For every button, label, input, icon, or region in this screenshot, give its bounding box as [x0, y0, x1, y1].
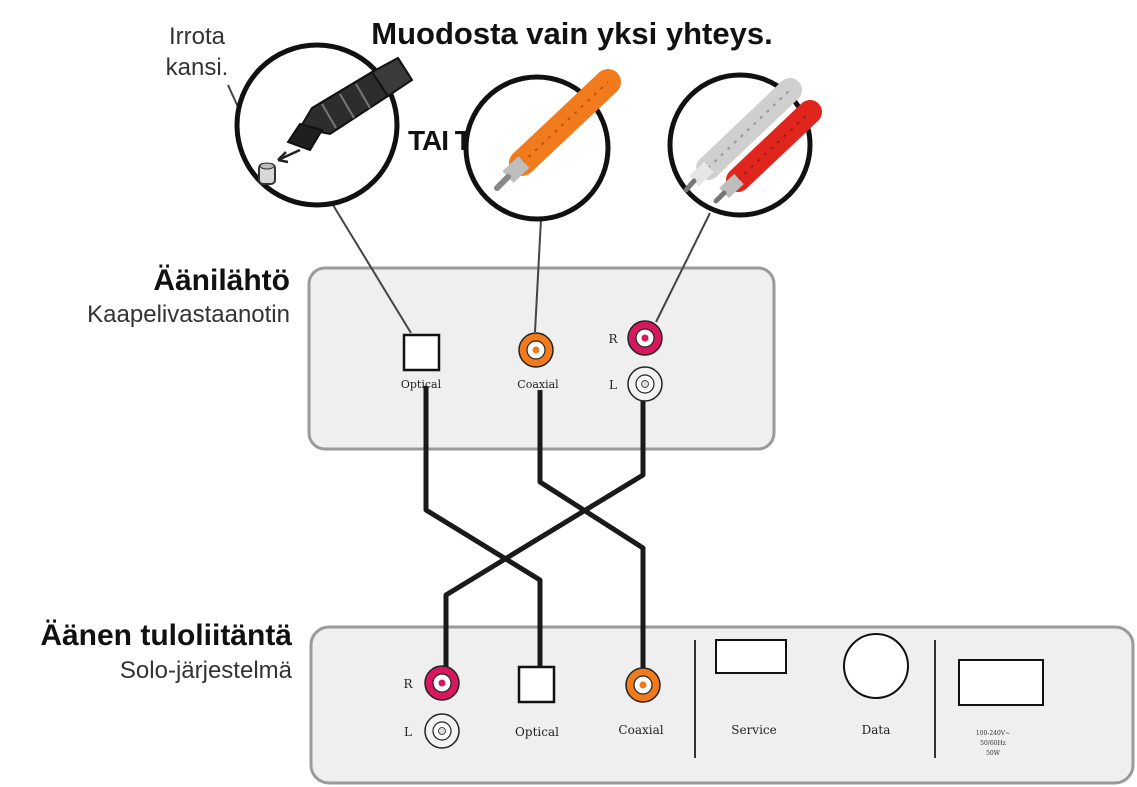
- input-rca-left-label: L: [404, 725, 412, 739]
- optical-zoom-circle: [234, 42, 414, 208]
- input-optical-port: [517, 665, 556, 704]
- output-rca-right-label: R: [608, 332, 618, 346]
- input-coaxial-label: Coaxial: [618, 723, 663, 737]
- arrow-icon: [277, 148, 301, 164]
- output-rca-right-port: [627, 320, 663, 356]
- coaxial-zoom-circle: [463, 69, 621, 222]
- input-heading: Äänen tuloliitäntä: [40, 619, 292, 652]
- data-label: Data: [862, 723, 891, 737]
- rca-leader-line: [655, 212, 711, 323]
- input-rca-right-port: [424, 665, 460, 701]
- optical-leader-line: [332, 204, 412, 334]
- rca-cable: [443, 398, 646, 675]
- service-label: Service: [731, 723, 777, 737]
- power-port: [958, 659, 1044, 706]
- power-spec-line3: 50W: [986, 750, 1001, 757]
- service-port: [715, 639, 787, 674]
- coaxial-plug-icon: [494, 69, 621, 191]
- remove-cap-note-line1: Irrota: [169, 23, 226, 50]
- output-subheading: Kaapelivastaanotin: [87, 301, 290, 328]
- output-coaxial-port: [518, 332, 554, 368]
- input-subheading: Solo-järjestelmä: [120, 657, 293, 684]
- output-optical-port: [402, 333, 441, 372]
- output-coaxial-label: Coaxial: [517, 378, 559, 391]
- output-heading: Äänilähtö: [153, 264, 290, 297]
- coaxial-cable: [537, 390, 646, 674]
- diagram-title: Muodosta vain yksi yhteys.: [371, 16, 772, 51]
- remove-cap-note-line2: kansi.: [166, 54, 229, 81]
- input-rca-right-label: R: [403, 677, 413, 691]
- input-coaxial-port: [625, 667, 661, 703]
- input-panel: [309, 625, 1135, 785]
- power-spec-line1: 100-240V~: [976, 730, 1010, 737]
- coaxial-leader-line: [534, 218, 542, 333]
- output-optical-label: Optical: [401, 378, 442, 391]
- rca-plugs-icon: [683, 78, 822, 204]
- data-port: [843, 633, 909, 699]
- optical-cable: [423, 386, 543, 668]
- dust-cap-icon: [258, 162, 276, 185]
- optical-plug-icon: [286, 56, 414, 152]
- input-rca-left-port: [424, 713, 460, 749]
- output-rca-left-label: L: [609, 378, 617, 392]
- rca-zoom-circle: [667, 72, 822, 218]
- output-rca-left-port: [627, 366, 663, 402]
- cable-crossing-gap: [524, 508, 566, 542]
- power-spec-line2: 50/60Hz: [980, 740, 1006, 747]
- input-optical-label: Optical: [515, 725, 559, 739]
